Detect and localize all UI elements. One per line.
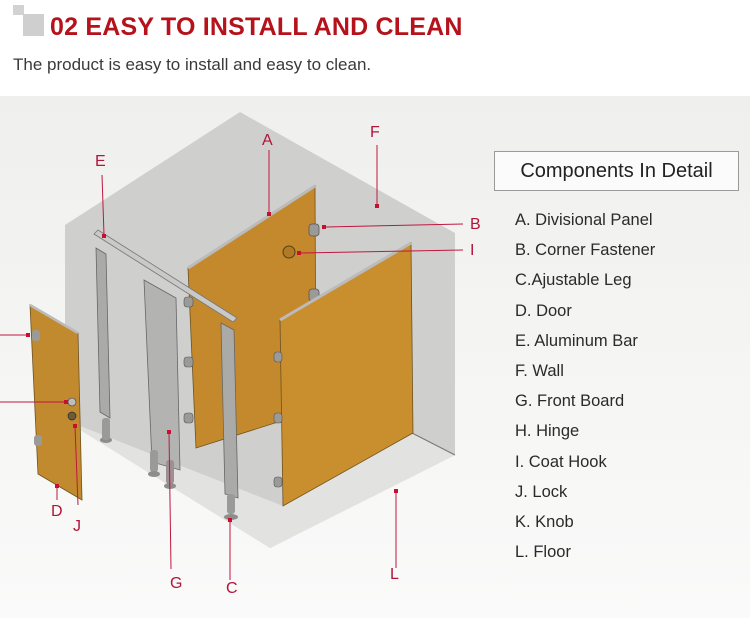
legend-item-a: A. Divisional Panel	[515, 211, 653, 229]
section-subtitle: The product is easy to install and easy …	[13, 55, 372, 74]
legend-item-e: E. Aluminum Bar	[515, 331, 638, 350]
callout-g: G	[170, 575, 183, 592]
callout-i: I	[470, 242, 475, 259]
pilaster-c	[220, 322, 239, 499]
header: 02 EASY TO INSTALL AND CLEAN The product…	[0, 0, 750, 96]
components-legend-list: A. Divisional Panel B. Corner Fastener C…	[515, 209, 655, 571]
cubicle-exploded-diagram	[0, 112, 464, 580]
legend-item-j: J. Lock	[515, 482, 568, 501]
legend-item-c: C.Ajustable Leg	[515, 271, 632, 290]
callout-b: B	[470, 216, 481, 233]
callout-d: D	[51, 503, 63, 520]
floor-shape	[65, 420, 455, 548]
callout-f: F	[370, 124, 380, 141]
legend-item-d: D. Door	[515, 301, 572, 320]
legend-item-b: B. Corner Fastener	[515, 241, 656, 260]
legend-item-k: K. Knob	[515, 512, 574, 531]
callout-e: E	[95, 153, 106, 170]
callout-c: C	[226, 580, 238, 597]
callout-a: A	[262, 132, 273, 149]
legend-title: Components In Detail	[520, 160, 713, 182]
legend-item-h: H. Hinge	[515, 422, 580, 441]
callout-l: L	[390, 566, 399, 583]
legend-item-i: I. Coat Hook	[515, 452, 607, 471]
section-title: 02 EASY TO INSTALL AND CLEAN	[50, 13, 463, 41]
aluminum-bar-e	[93, 229, 238, 323]
decor-square-large	[23, 14, 44, 36]
legend-item-l: L. Floor	[515, 543, 571, 562]
callout-j: J	[73, 518, 81, 535]
components-legend-header: Components In Detail	[494, 151, 739, 191]
pilaster-1	[95, 247, 111, 419]
front-board-g	[143, 279, 181, 471]
decor-square-small	[13, 5, 24, 15]
legend-item-f: F. Wall	[515, 361, 564, 380]
legend-item-g: G. Front Board	[515, 392, 625, 411]
